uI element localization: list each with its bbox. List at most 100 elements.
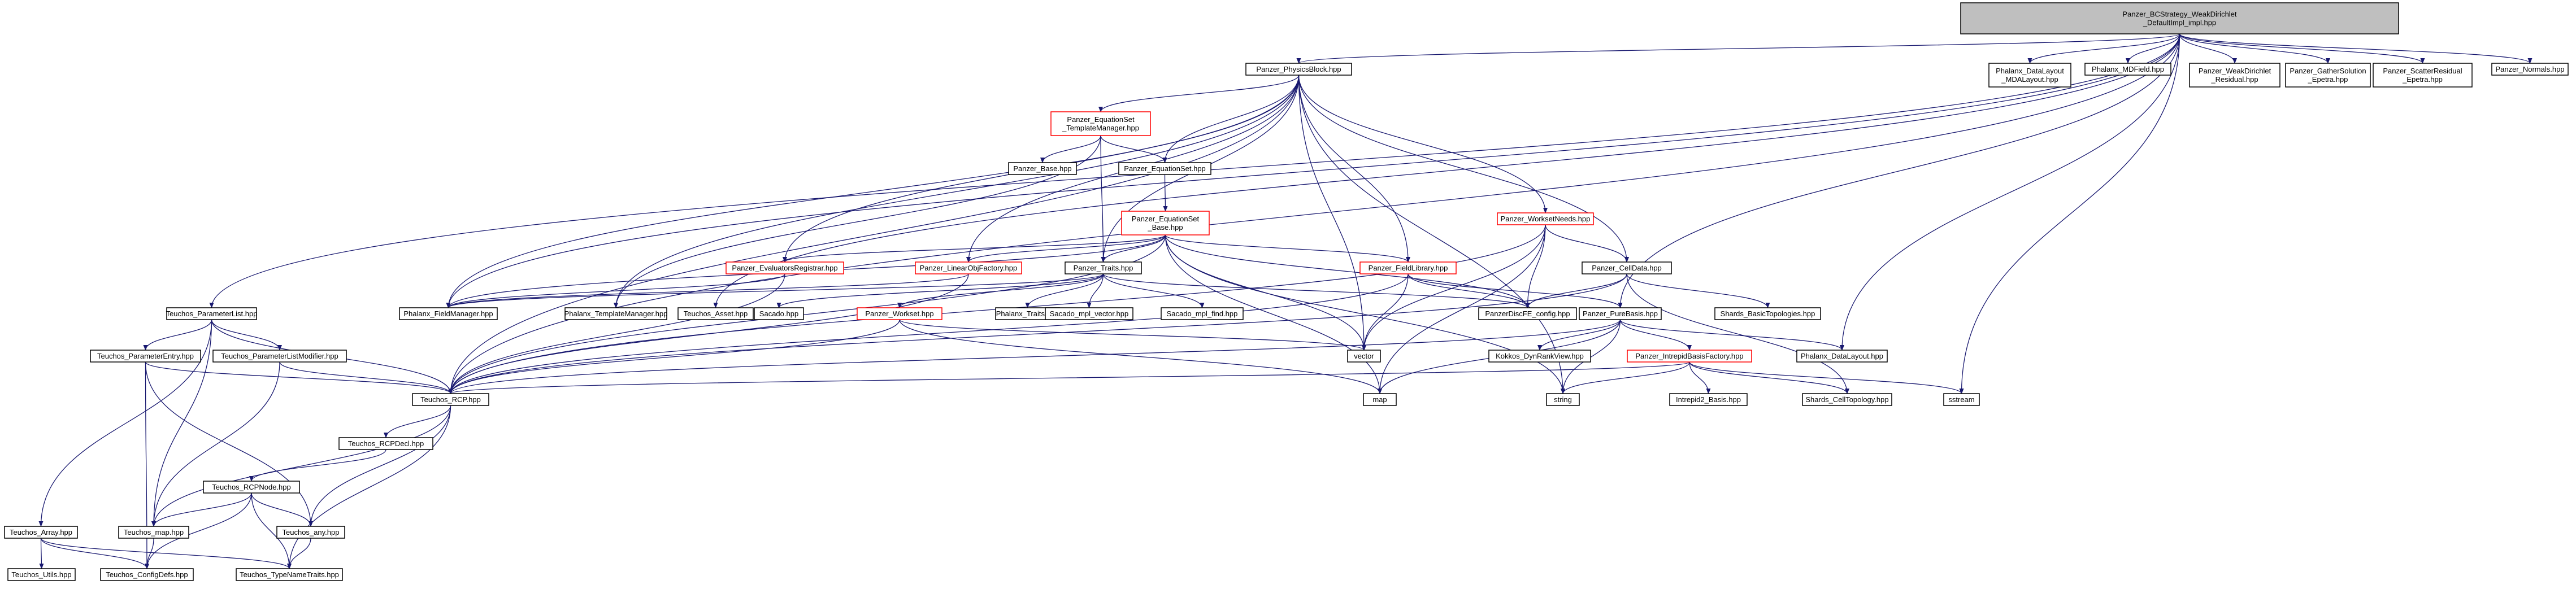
node-ttnt[interactable]: Teuchos_TypeNameTraits.hpp — [236, 568, 343, 581]
edge-tpl-to-ta — [38, 319, 212, 527]
node-pnorm[interactable]: Panzer_Normals.hpp — [2491, 63, 2569, 76]
node-ssm[interactable]: sstream — [1943, 393, 1980, 406]
file-nodes: Panzer_BCStrategy_WeakDirichlet_DefaultI… — [4, 2, 2569, 581]
node-pwdr[interactable]: Panzer_WeakDirichlet_Residual.hpp — [2189, 63, 2280, 88]
node-sac[interactable]: Sacado.hpp — [754, 307, 804, 320]
dependency-edges — [38, 33, 2532, 569]
node-smv[interactable]: Sacado_mpl_vector.hpp — [1045, 307, 1133, 320]
node-sct[interactable]: Shards_CellTopology.hpp — [1802, 393, 1892, 406]
node-pfl[interactable]: Panzer_FieldLibrary.hpp — [1359, 261, 1457, 274]
node-pgse[interactable]: Panzer_GatherSolution_Epetra.hpp — [2285, 63, 2371, 88]
node-pwn[interactable]: Panzer_WorksetNeeds.hpp — [1497, 212, 1594, 225]
edge-pesb-to-per — [783, 234, 1166, 263]
node-per[interactable]: Panzer_EvaluatorsRegistrar.hpp — [726, 261, 844, 274]
node-tcd[interactable]: Teuchos_ConfigDefs.hpp — [100, 568, 194, 581]
edge-pfl-to-trcp — [448, 273, 1409, 394]
node-vec[interactable]: vector — [1347, 350, 1381, 363]
node-tpe[interactable]: Teuchos_ParameterEntry.hpp — [90, 350, 201, 363]
node-box — [212, 350, 347, 363]
node-pcd[interactable]: Panzer_CellData.hpp — [1582, 261, 1672, 274]
edge-root-to-tasset — [713, 33, 2180, 308]
node-kdrv[interactable]: Kokkos_DynRankView.hpp — [1488, 350, 1591, 363]
node-trcpn[interactable]: Teuchos_RCPNode.hpp — [203, 481, 300, 494]
edge-trcp-to-tm — [151, 405, 451, 527]
edge-tplm-to-trcp — [279, 361, 453, 394]
node-tplm[interactable]: Teuchos_ParameterListModifier.hpp — [212, 350, 347, 363]
edge-tpl-to-tpe — [143, 319, 212, 351]
node-pes[interactable]: Panzer_EquationSet.hpp — [1118, 162, 1211, 175]
node-map[interactable]: map — [1363, 393, 1397, 406]
node-ptr[interactable]: Panzer_Traits.hpp — [1065, 261, 1142, 274]
node-label: Shards_BasicTopologies.hpp — [1721, 309, 1815, 318]
node-box — [118, 526, 189, 539]
edge-ptr-to-smv — [1087, 273, 1104, 308]
node-pmdf[interactable]: Phalanx_MDField.hpp — [2084, 63, 2171, 76]
node-label: Panzer_Workset.hpp — [865, 309, 933, 318]
node-plof[interactable]: Panzer_LinearObjFactory.hpp — [915, 261, 1022, 274]
node-label: Panzer_WeakDirichlet — [2199, 67, 2271, 75]
node-pbasis[interactable]: Panzer_Base.hpp — [1008, 162, 1077, 175]
node-box — [1363, 393, 1397, 406]
node-tm[interactable]: Teuchos_map.hpp — [118, 526, 189, 539]
edge-pesb-to-map — [1165, 234, 1382, 394]
node-ib[interactable]: Intrepid2_Basis.hpp — [1669, 393, 1748, 406]
node-box — [1579, 307, 1662, 320]
node-pesb[interactable]: Panzer_EquationSet_Base.hpp — [1121, 211, 1210, 235]
node-label: Phalanx_TemplateManager.hpp — [564, 309, 668, 318]
node-box — [338, 437, 433, 450]
node-pfm[interactable]: Phalanx_FieldManager.hpp — [399, 307, 498, 320]
edge-per-to-pfm — [446, 273, 785, 308]
node-ppbasis[interactable]: Panzer_PureBasis.hpp — [1579, 307, 1662, 320]
node-label: Teuchos_Array.hpp — [10, 528, 72, 536]
node-pdcfg[interactable]: PanzerDiscFE_config.hpp — [1478, 307, 1577, 320]
node-box — [1065, 261, 1142, 274]
node-label: _Epetra.hpp — [2402, 75, 2443, 84]
node-ppb[interactable]: Panzer_PhysicsBlock.hpp — [1245, 63, 1352, 76]
node-pdl[interactable]: Phalanx_DataLayout.hpp — [1796, 350, 1888, 363]
node-pws[interactable]: Panzer_Workset.hpp — [857, 307, 942, 320]
node-box — [1245, 63, 1352, 76]
edge-trcp-to-tany — [309, 405, 451, 527]
node-tany[interactable]: Teuchos_any.hpp — [276, 526, 345, 539]
node-smf[interactable]: Sacado_mpl_find.hpp — [1161, 307, 1244, 320]
node-phtr[interactable]: Phalanx_Traits.hpp — [995, 307, 1060, 320]
node-box — [236, 568, 343, 581]
node-label: Kokkos_DynRankView.hpp — [1496, 352, 1584, 360]
node-str[interactable]: string — [1546, 393, 1580, 406]
edge-pws-to-vec — [899, 319, 1366, 351]
node-box — [2491, 63, 2569, 76]
edge-pfl-to-vec — [1362, 273, 1409, 351]
edge-ptr-to-sac — [776, 273, 1104, 308]
node-label: Phalanx_Traits.hpp — [996, 309, 1059, 318]
node-box — [726, 261, 844, 274]
edge-ppbasis-to-str — [1561, 319, 1621, 394]
node-box — [1478, 307, 1577, 320]
edge-trcpd-to-trcpn — [249, 449, 386, 482]
node-label: Panzer_PureBasis.hpp — [1583, 309, 1658, 318]
node-tu[interactable]: Teuchos_Utils.hpp — [7, 568, 76, 581]
node-tasset[interactable]: Teuchos_Asset.hpp — [677, 307, 754, 320]
node-pscr[interactable]: Panzer_ScatterResidual_Epetra.hpp — [2373, 63, 2473, 88]
node-label: Phalanx_DataLayout.hpp — [1801, 352, 1883, 360]
node-box — [2189, 63, 2280, 88]
node-sbt[interactable]: Shards_BasicTopologies.hpp — [1714, 307, 1821, 320]
node-ta[interactable]: Teuchos_Array.hpp — [4, 526, 78, 539]
node-trcpd[interactable]: Teuchos_RCPDecl.hpp — [338, 437, 433, 450]
node-pdlmda[interactable]: Phalanx_DataLayout_MDALayout.hpp — [1988, 63, 2071, 88]
edge-pesb-to-ptr — [1101, 234, 1166, 263]
node-trcp[interactable]: Teuchos_RCP.hpp — [412, 393, 489, 406]
edge-pesb-to-pfl — [1165, 234, 1410, 263]
edge-trcp-to-trcpd — [384, 405, 451, 438]
node-tpl[interactable]: Teuchos_ParameterList.hpp — [166, 307, 258, 320]
node-box — [7, 568, 76, 581]
edge-pesb-to-str — [1165, 234, 1565, 394]
node-box — [166, 307, 257, 320]
node-label: Panzer_WorksetNeeds.hpp — [1501, 215, 1591, 223]
node-label: Shards_CellTopology.hpp — [1805, 395, 1888, 404]
edge-ppb-to-ptm — [614, 75, 1300, 308]
node-ptm[interactable]: Phalanx_TemplateManager.hpp — [564, 307, 668, 320]
node-pibf[interactable]: Panzer_IntrepidBasisFactory.hpp — [1627, 350, 1752, 363]
node-box — [564, 307, 667, 320]
node-pestm[interactable]: Panzer_EquationSet_TemplateManager.hpp — [1050, 111, 1151, 136]
